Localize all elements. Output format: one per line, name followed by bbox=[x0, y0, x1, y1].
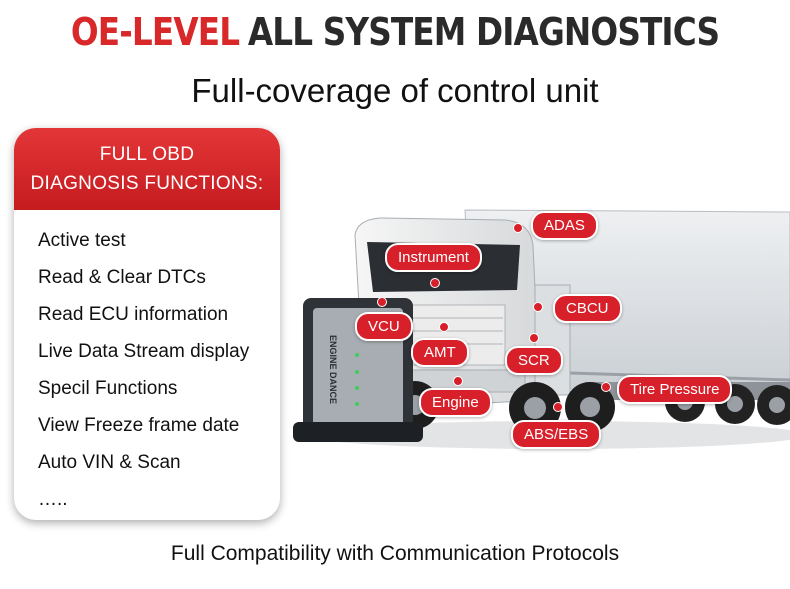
card-header-line2: DIAGNOSIS FUNCTIONS: bbox=[30, 173, 264, 194]
function-item: Read & Clear DTCs bbox=[38, 267, 206, 288]
card-header-line1: FULL OBD bbox=[99, 144, 195, 165]
amt-marker bbox=[439, 322, 449, 332]
drive-hub bbox=[524, 397, 546, 419]
callout-instrument: Instrument bbox=[385, 243, 482, 272]
function-item: Auto VIN & Scan bbox=[38, 452, 181, 473]
callout-abs-ebs: ABS/EBS bbox=[511, 420, 602, 449]
functions-list: Active test Read & Clear DTCs Read ECU i… bbox=[14, 210, 280, 518]
trailer-hub bbox=[769, 397, 785, 413]
device-led bbox=[355, 370, 359, 374]
callout-engine: Engine bbox=[419, 388, 492, 417]
function-item: Active test bbox=[38, 230, 126, 251]
function-item: View Freeze frame date bbox=[38, 415, 240, 436]
device-led bbox=[355, 353, 359, 357]
callout-tire-pressure: Tire Pressure bbox=[617, 375, 733, 404]
function-item: Live Data Stream display bbox=[38, 341, 250, 362]
callout-vcu: VCU bbox=[355, 312, 413, 341]
function-item: Read ECU information bbox=[38, 304, 229, 325]
device-base bbox=[293, 422, 423, 442]
footer-text: Full Compatibility with Communication Pr… bbox=[170, 542, 620, 565]
device-led bbox=[355, 386, 359, 390]
scr-marker bbox=[529, 333, 539, 343]
callout-adas: ADAS bbox=[531, 211, 598, 240]
engine-marker bbox=[453, 376, 463, 386]
headline-dark: ALL SYSTEM DIAGNOSTICS bbox=[247, 10, 720, 54]
function-item: ….. bbox=[38, 489, 68, 510]
functions-card: FULL OBD DIAGNOSIS FUNCTIONS: Active tes… bbox=[14, 128, 280, 520]
drive-hub bbox=[580, 397, 600, 417]
cbcu-marker bbox=[533, 302, 543, 312]
device-brand: ENGINE DANCE bbox=[328, 335, 338, 404]
vcu-marker bbox=[377, 297, 387, 307]
callout-scr: SCR bbox=[505, 346, 563, 375]
callout-cbcu: CBCU bbox=[553, 294, 622, 323]
instrument-marker bbox=[430, 278, 440, 288]
abs-ebs-marker bbox=[553, 402, 563, 412]
tire-pressure-marker bbox=[601, 382, 611, 392]
trailer-hub bbox=[727, 396, 743, 412]
device-led bbox=[355, 402, 359, 406]
vehicle-illustration: ENGINE DANCE ADAS Instrument CBCU VCU AM… bbox=[285, 190, 790, 480]
card-header: FULL OBD DIAGNOSIS FUNCTIONS: bbox=[14, 128, 280, 210]
callout-amt: AMT bbox=[411, 338, 469, 367]
adas-marker bbox=[513, 223, 523, 233]
function-item: Specil Functions bbox=[38, 378, 178, 399]
headline-red: OE-LEVEL bbox=[70, 10, 240, 54]
subheadline: Full-coverage of control unit bbox=[191, 72, 599, 109]
